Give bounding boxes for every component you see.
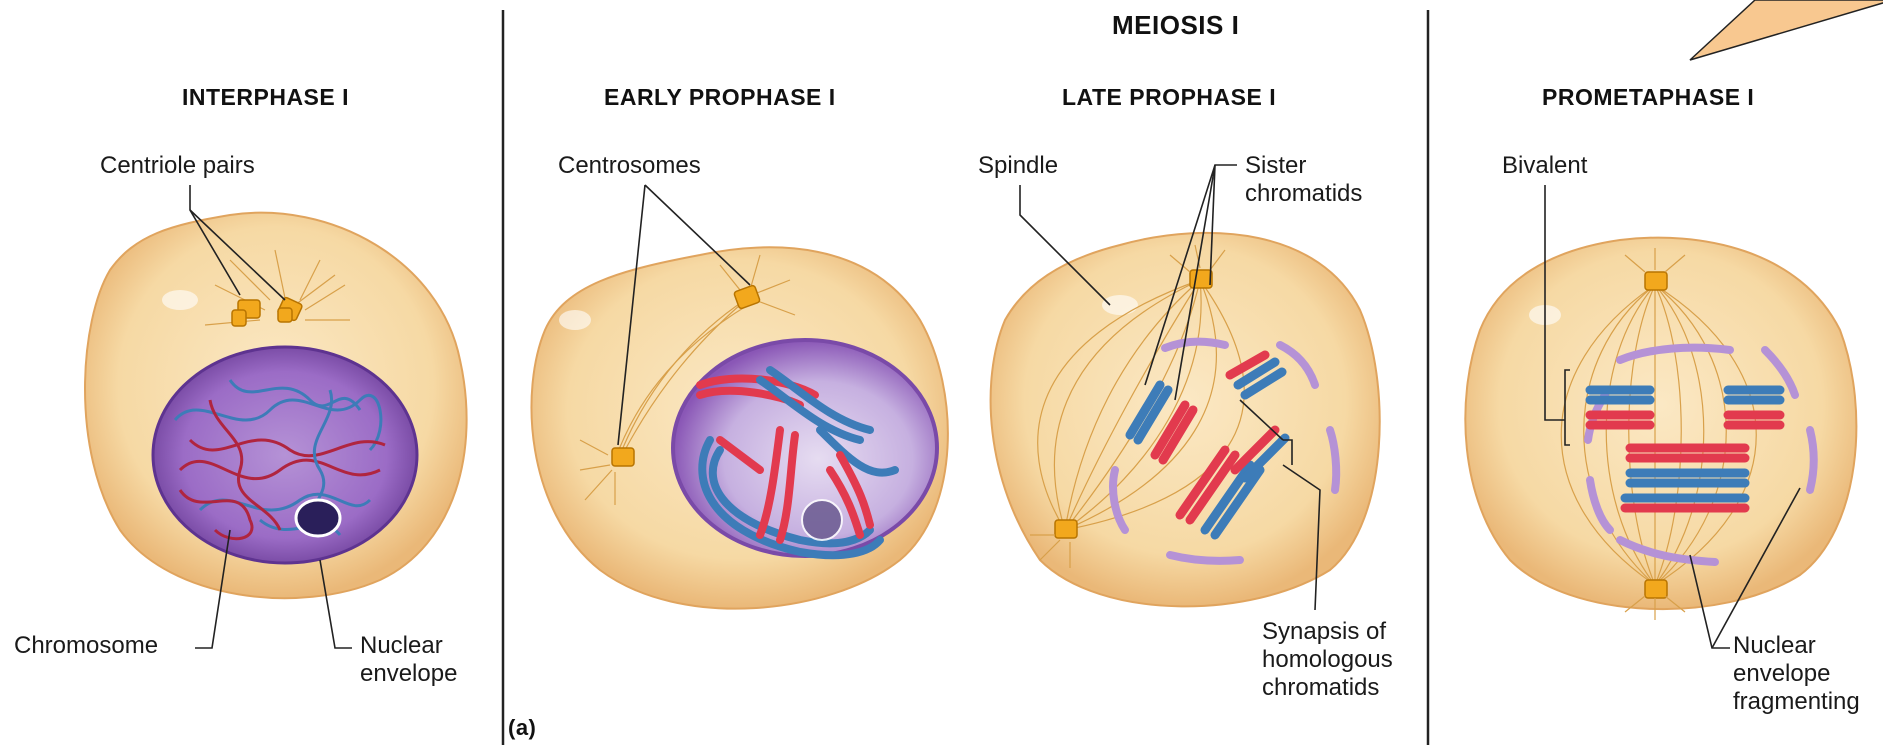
pointer-arrow [1690, 0, 1883, 60]
label-centrosomes: Centrosomes [558, 152, 701, 180]
label-synapsis: Synapsis of homologous chromatids [1262, 618, 1393, 702]
label-nuclear-envelope: Nuclear envelope [360, 632, 457, 688]
label-bivalent: Bivalent [1502, 152, 1587, 180]
stage-title-early-prophase: EARLY PROPHASE I [604, 84, 836, 111]
cell-early-prophase [531, 247, 947, 608]
label-chromosome: Chromosome [14, 632, 158, 660]
panel-letter: (a) [508, 715, 536, 741]
stage-title-prometaphase: PROMETAPHASE I [1542, 84, 1754, 111]
stage-title-late-prophase: LATE PROPHASE I [1062, 84, 1276, 111]
label-envelope-fragmenting: Nuclear envelope fragmenting [1733, 632, 1860, 716]
stage-title-interphase: INTERPHASE I [182, 84, 349, 111]
label-sister-chromatids: Sister chromatids [1245, 152, 1362, 208]
label-centriole-pairs: Centriole pairs [100, 152, 255, 180]
cell-late-prophase [991, 233, 1380, 606]
cell-interphase [85, 213, 467, 598]
cell-prometaphase [1465, 238, 1856, 620]
diagram-title: MEIOSIS I [1112, 10, 1239, 41]
label-spindle: Spindle [978, 152, 1058, 180]
